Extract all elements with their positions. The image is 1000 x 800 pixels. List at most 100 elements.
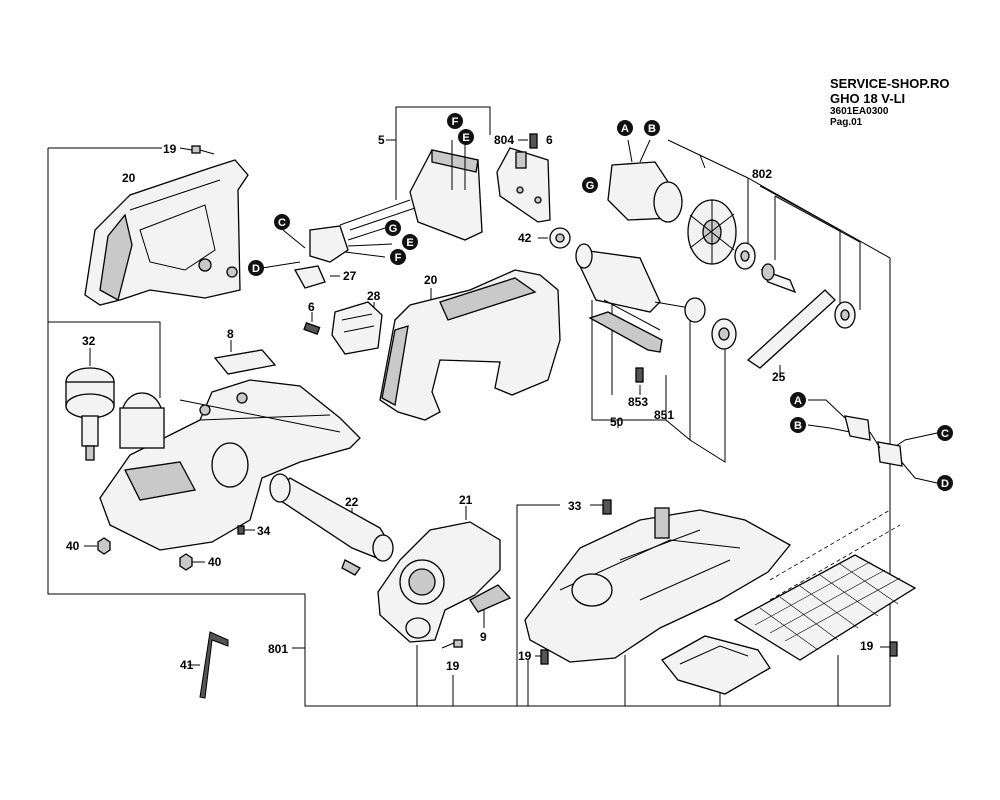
label-8 [213, 349, 277, 375]
callout-19-left: 19 [518, 649, 532, 663]
drive-belt-25 [746, 289, 856, 369]
svg-text:C: C [941, 428, 949, 440]
svg-text:F: F [395, 252, 402, 264]
svg-text:A: A [794, 395, 802, 407]
callout-19-top: 19 [163, 142, 177, 156]
callout-numbers: 19 20 5 804 6 802 42 27 20 28 6 32 8 853… [66, 133, 874, 673]
planer-drum-50 [575, 243, 737, 350]
callout-804: 804 [494, 133, 514, 147]
nut-40-left [97, 537, 111, 555]
connector-c-left: C [274, 214, 290, 230]
svg-text:D: D [941, 478, 949, 490]
callout-20-mid: 20 [424, 273, 438, 287]
callout-40-right: 40 [208, 555, 222, 569]
svg-text:A: A [621, 123, 629, 135]
chip-tube-22 [269, 473, 394, 576]
callout-40-left: 40 [66, 539, 80, 553]
callout-19-mid: 19 [446, 659, 460, 673]
callout-851: 851 [654, 408, 674, 422]
connector-d-left: D [248, 260, 264, 276]
callout-22: 22 [345, 495, 359, 509]
callout-6-top: 6 [546, 133, 553, 147]
sole-grid-plate [733, 554, 917, 661]
svg-text:E: E [406, 237, 413, 249]
svg-text:D: D [252, 263, 260, 275]
svg-text:B: B [794, 420, 802, 432]
callout-801: 801 [268, 642, 288, 656]
housing-half-20-left [84, 159, 249, 306]
planer-body-base [99, 379, 361, 551]
connector-g-mid: G [385, 220, 401, 236]
electronic-module-5 [339, 140, 483, 241]
connector-g-right: G [582, 177, 598, 193]
callout-41: 41 [180, 658, 194, 672]
screw-19-top [191, 145, 215, 155]
nut-40-right [179, 553, 193, 571]
svg-text:F: F [452, 116, 459, 128]
callout-6-mid: 6 [308, 300, 315, 314]
callout-5: 5 [378, 133, 385, 147]
depth-knob-32 [65, 367, 115, 461]
svg-text:G: G [586, 180, 595, 192]
fan [687, 199, 737, 265]
bearing-42 [549, 227, 571, 249]
svg-text:C: C [278, 217, 286, 229]
spring-6-mid [303, 321, 321, 335]
part-number: 3601EA0300 [830, 106, 889, 117]
bearing-802 [734, 242, 797, 294]
callout-50: 50 [610, 415, 624, 429]
screw-853 [635, 367, 644, 383]
callout-21: 21 [459, 493, 473, 507]
motor-assembly [607, 139, 683, 223]
callout-28: 28 [367, 289, 381, 303]
callout-802: 802 [752, 167, 772, 181]
switch-27 [261, 225, 393, 289]
connector-a-right: A [790, 392, 806, 408]
handle-half-20-mid [379, 269, 561, 421]
model-title: GHO 18 V-LI [830, 91, 906, 106]
connector-f-mid: F [390, 249, 406, 265]
site-title: SERVICE-SHOP.RO [830, 76, 950, 91]
wire-connector-right [844, 415, 903, 467]
callout-34: 34 [257, 524, 271, 538]
screw-19-mid [441, 639, 463, 649]
connector-f-top: F [447, 113, 463, 129]
cover-28 [331, 301, 383, 355]
sole-bracket [661, 635, 771, 695]
screw-33 [602, 499, 612, 515]
svg-text:B: B [648, 123, 656, 135]
leader-lines [47, 106, 938, 707]
callout-8: 8 [227, 327, 234, 341]
spring-6-top [529, 133, 538, 149]
connector-e-mid: E [402, 234, 418, 250]
bracket-804 [496, 147, 551, 223]
screw-34 [237, 525, 245, 535]
chip-deflector-21 [377, 521, 501, 643]
callout-33: 33 [568, 499, 582, 513]
base-plate-801 [524, 507, 791, 663]
callout-20-left: 20 [122, 171, 136, 185]
hex-key-41 [199, 631, 229, 699]
connector-d-right: D [937, 475, 953, 491]
svg-text:G: G [389, 223, 398, 235]
page-number: Pag.01 [830, 117, 863, 128]
callout-32: 32 [82, 334, 96, 348]
svg-text:E: E [462, 132, 469, 144]
callout-9: 9 [480, 630, 487, 644]
callout-42: 42 [518, 231, 532, 245]
connector-markers: F E A B G C G E [248, 113, 953, 491]
callout-853: 853 [628, 395, 648, 409]
connector-b-top: B [644, 120, 660, 136]
connector-e-top: E [458, 129, 474, 145]
callout-19-right: 19 [860, 639, 874, 653]
connector-a-top: A [617, 120, 633, 136]
callout-25: 25 [772, 370, 786, 384]
screw-19-left [540, 649, 549, 665]
screw-19-right [889, 641, 898, 657]
connector-c-right: C [937, 425, 953, 441]
blade-851 [588, 299, 663, 353]
callout-27: 27 [343, 269, 357, 283]
pad-9 [469, 584, 512, 613]
connector-b-right: B [790, 417, 806, 433]
